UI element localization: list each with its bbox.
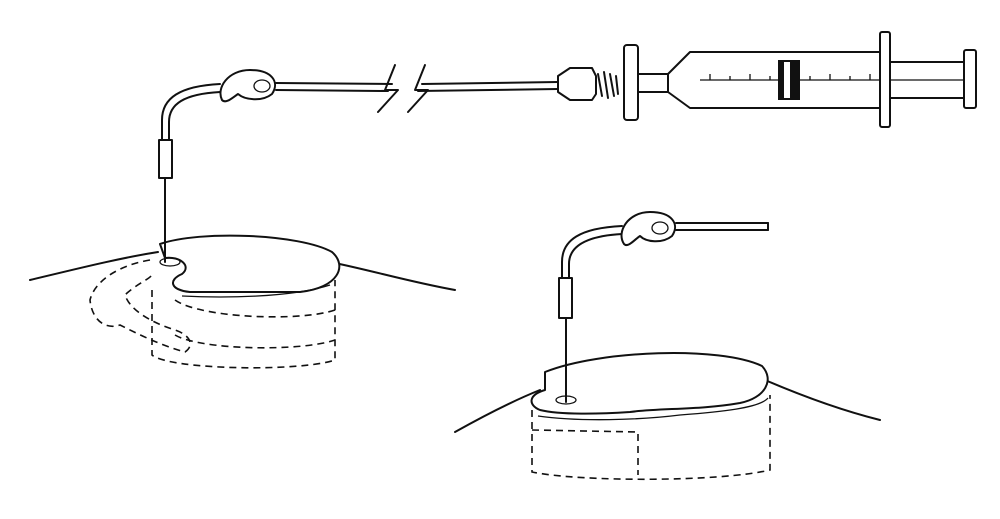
clamp-hole-2 <box>651 221 669 235</box>
port-septum-hidden-2 <box>174 334 336 349</box>
break-mark-2 <box>407 64 429 113</box>
catheter-hidden <box>89 259 191 353</box>
port-top-surface-2 <box>530 352 769 415</box>
luer-connector <box>557 67 597 101</box>
skin-line-right <box>329 261 456 291</box>
syringe-nozzle <box>637 73 671 93</box>
barrel-finger-flange <box>879 31 891 128</box>
port-body-hidden-2 <box>531 395 771 481</box>
extension-tube-b <box>275 89 389 92</box>
port-inner-hidden <box>531 429 639 475</box>
plunger-thumb-press <box>963 49 977 109</box>
extension-tube-curve-2 <box>168 91 221 141</box>
extension-tube-d <box>417 88 559 92</box>
port-top-surface <box>159 234 341 293</box>
skin-line-left-2 <box>454 389 541 433</box>
syringe-tip-flange <box>623 44 639 121</box>
break-mark-1 <box>377 64 399 113</box>
tube-clamp-2 <box>620 211 677 246</box>
clamp-hole <box>253 79 271 93</box>
extension-tube-curve <box>161 83 221 141</box>
port-top-edge-2 <box>537 397 769 421</box>
extension-tube-curve-3 <box>561 225 623 279</box>
extension-tube-a <box>275 82 393 85</box>
needle-hub-2 <box>558 277 573 319</box>
plunger-stopper-highlight <box>784 62 790 98</box>
skin-line-right-2 <box>764 379 881 421</box>
extension-tube-curve-4 <box>568 233 623 279</box>
port-body-hidden <box>151 280 336 369</box>
left-figure <box>29 31 977 369</box>
right-figure <box>454 211 881 481</box>
needle-hub <box>158 139 173 179</box>
tube-clamp <box>219 69 277 103</box>
port-septum-hidden <box>174 299 336 318</box>
connector-threads <box>597 71 619 99</box>
septum-hole <box>159 257 181 267</box>
extension-tube-c <box>421 81 559 85</box>
skin-line-left <box>29 251 159 281</box>
port-top-edge <box>181 284 331 298</box>
